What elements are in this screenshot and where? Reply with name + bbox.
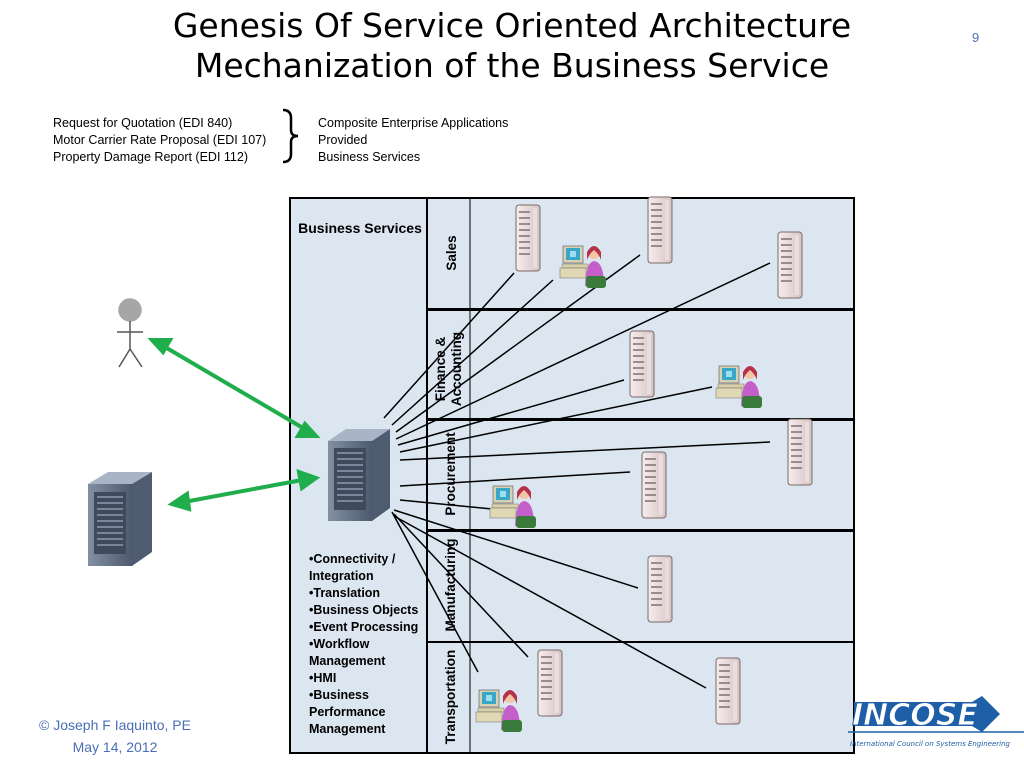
composite-item: Provided [318, 133, 368, 147]
sales-server-icon [777, 231, 803, 299]
manufacturing-server-icon [647, 555, 673, 623]
incose-logo-wordmark: INCOSE [852, 698, 978, 733]
capability-item: •Translation [309, 586, 381, 600]
title-line-2: Mechanization of the Business Service [194, 46, 830, 85]
server-to-server-arrow [167, 468, 321, 512]
footer: © Joseph F Iaquinto, PE May 14, 2012 [20, 714, 210, 758]
user-to-server-arrow [147, 338, 321, 438]
brace-connector [282, 108, 299, 164]
edi-item: Property Damage Report (EDI 112) [53, 150, 248, 164]
edi-item: Motor Carrier Rate Proposal (EDI 107) [53, 133, 267, 147]
user-actor-icon [117, 298, 143, 368]
incose-logo: INCOSE International Council on Systems … [848, 696, 1024, 748]
sales-server-icon [647, 196, 673, 264]
service-capabilities-list: •Connectivity / Integration •Translation… [309, 551, 427, 738]
transportation-server-icon [537, 649, 563, 717]
sales-server-icon [515, 204, 541, 272]
composite-item: Business Services [318, 150, 421, 164]
lane-label-finance-line2: Accounting [449, 331, 464, 407]
copyright-text: © Joseph F Iaquinto, PE [39, 717, 191, 733]
lane-label-finance: Finance & Accounting [433, 332, 465, 406]
edi-item: Request for Quotation (EDI 840) [53, 116, 233, 130]
composite-item: Composite Enterprise Applications [318, 116, 509, 130]
lane-label-sales: Sales [444, 235, 459, 271]
composite-application-list: Composite Enterprise Applications Provid… [318, 115, 508, 166]
edi-document-list: Request for Quotation (EDI 840) Motor Ca… [53, 115, 266, 166]
capability-item: •Business Objects [309, 603, 419, 617]
business-services-title: Business Services [298, 220, 422, 236]
capability-item: •Business Performance Management [309, 688, 386, 736]
lane-label-transportation: Transportation [443, 649, 458, 745]
lane-label-manufacturing: Manufacturing [443, 538, 458, 632]
capability-item: •Connectivity / Integration [309, 552, 396, 583]
transportation-server-icon [715, 657, 741, 725]
lane-label-procurement: Procurement [443, 432, 458, 516]
footer-date: May 14, 2012 [72, 739, 158, 755]
procurement-server-icon [641, 451, 667, 519]
capability-item: •HMI [309, 671, 337, 685]
lane-manufacturing [426, 530, 855, 643]
slide-title: Genesis Of Service Oriented Architecture… [0, 6, 1024, 86]
capability-item: •Event Processing [309, 620, 419, 634]
title-line-1: Genesis Of Service Oriented Architecture [172, 6, 852, 45]
incose-logo-tagline: International Council on Systems Enginee… [850, 740, 1011, 748]
lane-label-finance-line1: Finance & [433, 336, 448, 402]
finance-server-icon [629, 330, 655, 398]
procurement-server-icon [787, 418, 813, 486]
external-server-icon [88, 472, 152, 566]
slide-number: 9 [972, 30, 980, 45]
central-service-server-icon [328, 429, 390, 521]
capability-item: •Workflow Management [309, 637, 386, 668]
